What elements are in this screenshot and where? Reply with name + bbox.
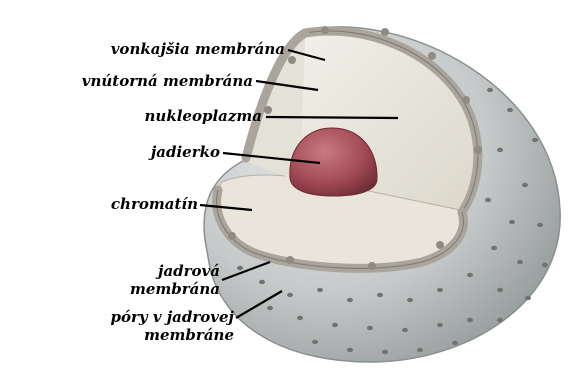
leader-nucleoplasm: [266, 117, 398, 118]
label-nuclear-membrane-line2: membrána: [60, 280, 220, 298]
label-nucleolus: jadierko: [110, 143, 220, 161]
label-outer-membrane: vonkajšia membrána: [40, 40, 285, 58]
label-pores-line1: póry v jadrovej: [20, 308, 234, 326]
label-pores: póry v jadrovej membráne: [20, 308, 234, 344]
label-nuclear-membrane: jadrová membrána: [60, 262, 220, 298]
label-pores-line2: membráne: [20, 326, 234, 344]
label-nucleoplasm: nukleoplazma: [90, 107, 262, 125]
label-nuclear-membrane-line1: jadrová: [60, 262, 220, 280]
label-inner-membrane: vnútorná membrána: [10, 72, 253, 90]
label-chromatin: chromatín: [60, 195, 198, 213]
